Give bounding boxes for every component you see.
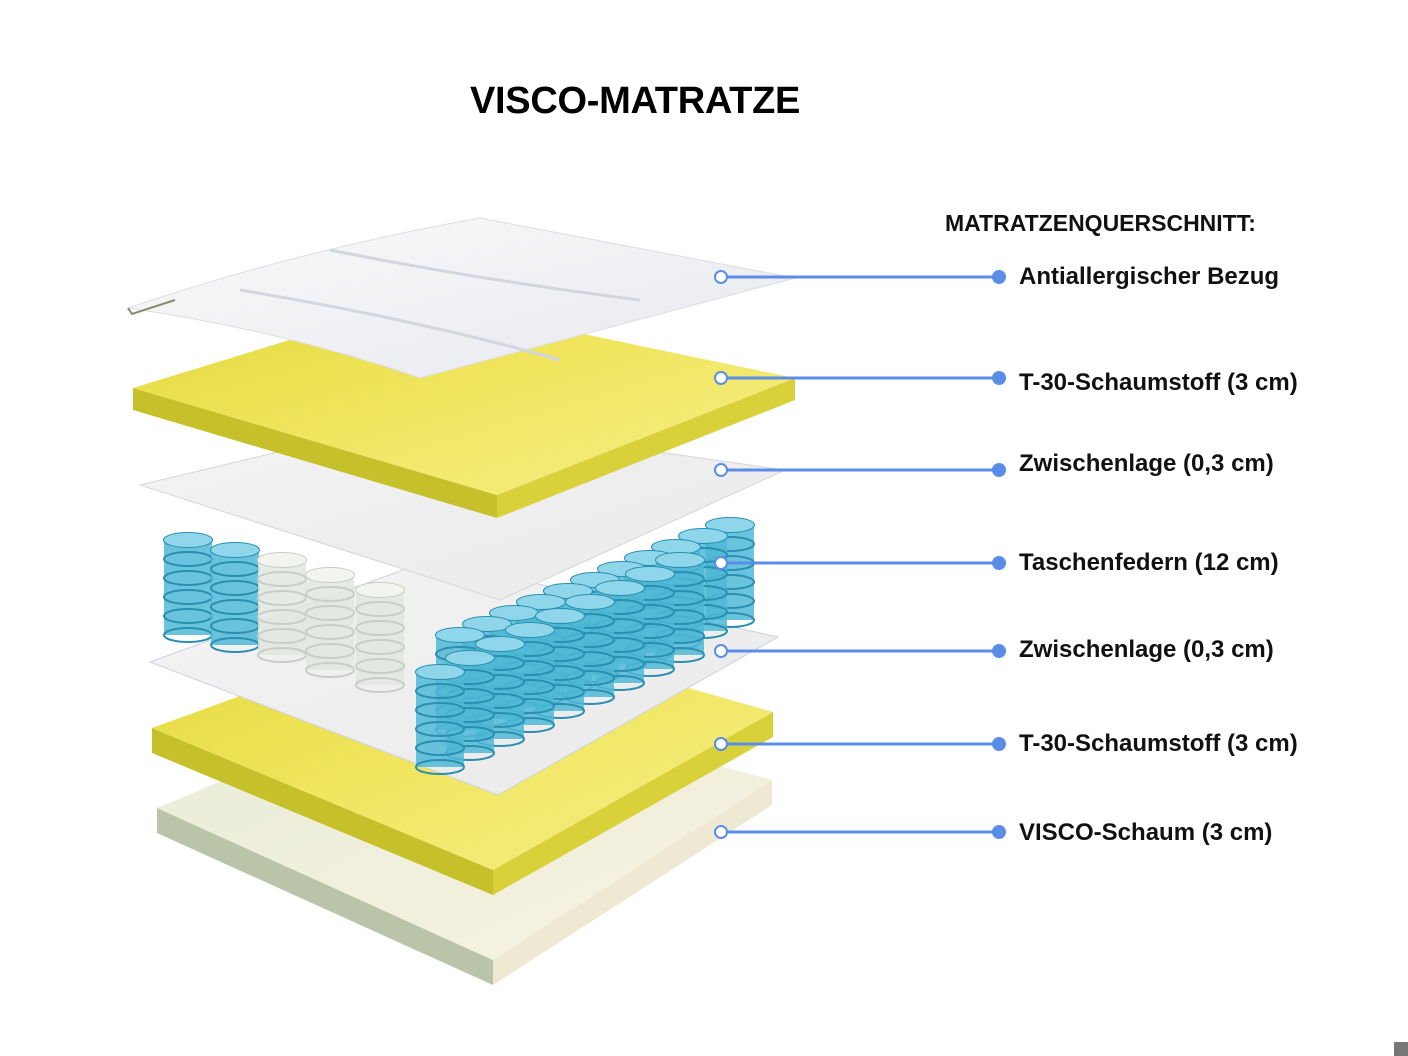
callout-end-dot <box>992 270 1006 284</box>
antiallergic-cover-layer <box>127 217 796 379</box>
callout-end-dot <box>992 737 1006 751</box>
corner-marker <box>1394 1042 1408 1056</box>
pocket-springs <box>163 517 755 775</box>
spring-coil <box>163 532 213 643</box>
spring-coil <box>257 552 307 663</box>
callout-start-dot <box>714 825 728 839</box>
callout-start-dot <box>714 463 728 477</box>
callout-end-dot <box>992 556 1006 570</box>
callout-start-dot <box>714 737 728 751</box>
upper-t30-foam-layer <box>133 300 795 518</box>
spring-coil <box>305 567 355 678</box>
layer-label-cover: Antiallergischer Bezug <box>1019 263 1280 290</box>
layer-label-visco: VISCO-Schaum (3 cm) <box>1019 819 1273 846</box>
cross-section-header: MATRATZENQUERSCHNITT: <box>945 210 1256 236</box>
layer-label-interlayer-upper: Zwischenlage (0,3 cm) <box>1019 450 1274 477</box>
page-title: VISCO-MATRATZE <box>470 80 801 122</box>
callout-end-dot <box>992 644 1006 658</box>
spring-coil <box>210 542 260 653</box>
callout-lines <box>714 270 1006 839</box>
layer-label-springs: Taschenfedern (12 cm) <box>1019 549 1279 576</box>
layer-label-t30-upper: T-30-Schaumstoff (3 cm) <box>1019 369 1298 396</box>
spring-coil <box>355 582 405 693</box>
callout-end-dot <box>992 371 1006 385</box>
callout-end-dot <box>992 463 1006 477</box>
layer-label-t30-lower: T-30-Schaumstoff (3 cm) <box>1019 730 1298 757</box>
callout-end-dot <box>992 825 1006 839</box>
spring-coil <box>415 664 465 775</box>
callout-start-dot <box>714 371 728 385</box>
callout-start-dot <box>714 644 728 658</box>
callout-start-dot <box>714 556 728 570</box>
callout-start-dot <box>714 270 728 284</box>
layer-label-interlayer-lower: Zwischenlage (0,3 cm) <box>1019 636 1274 663</box>
